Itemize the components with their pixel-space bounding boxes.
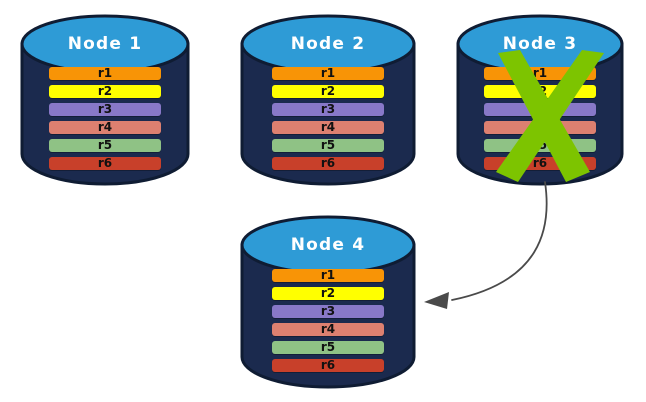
row-item[interactable]: r3 — [49, 103, 161, 116]
node-cylinder-node1[interactable]: Node 1 r1 r2 r3 r4 r5 r6 — [20, 14, 190, 186]
row-item[interactable]: r6 — [272, 157, 384, 170]
row-item[interactable]: r4 — [272, 323, 384, 336]
row-item[interactable]: r5 — [49, 139, 161, 152]
row-item[interactable]: r6 — [272, 359, 384, 372]
row-item[interactable]: r1 — [49, 67, 161, 80]
row-item[interactable]: r2 — [272, 287, 384, 300]
row-item[interactable]: r2 — [272, 85, 384, 98]
row-item[interactable]: r1 — [272, 269, 384, 282]
row-item[interactable]: r4 — [272, 121, 384, 134]
row-item[interactable]: r2 — [49, 85, 161, 98]
row-item[interactable]: r5 — [272, 341, 384, 354]
row-item[interactable]: r6 — [49, 157, 161, 170]
row-item[interactable]: r3 — [272, 305, 384, 318]
node-cylinder-node2[interactable]: Node 2 r1 r2 r3 r4 r5 r6 — [240, 14, 416, 186]
node-cylinder-node4[interactable]: Node 4 r1 r2 r3 r4 r5 r6 — [240, 215, 416, 389]
row-item[interactable]: r1 — [272, 67, 384, 80]
row-item[interactable]: r5 — [272, 139, 384, 152]
row-item[interactable]: r4 — [49, 121, 161, 134]
row-item[interactable]: r3 — [272, 103, 384, 116]
